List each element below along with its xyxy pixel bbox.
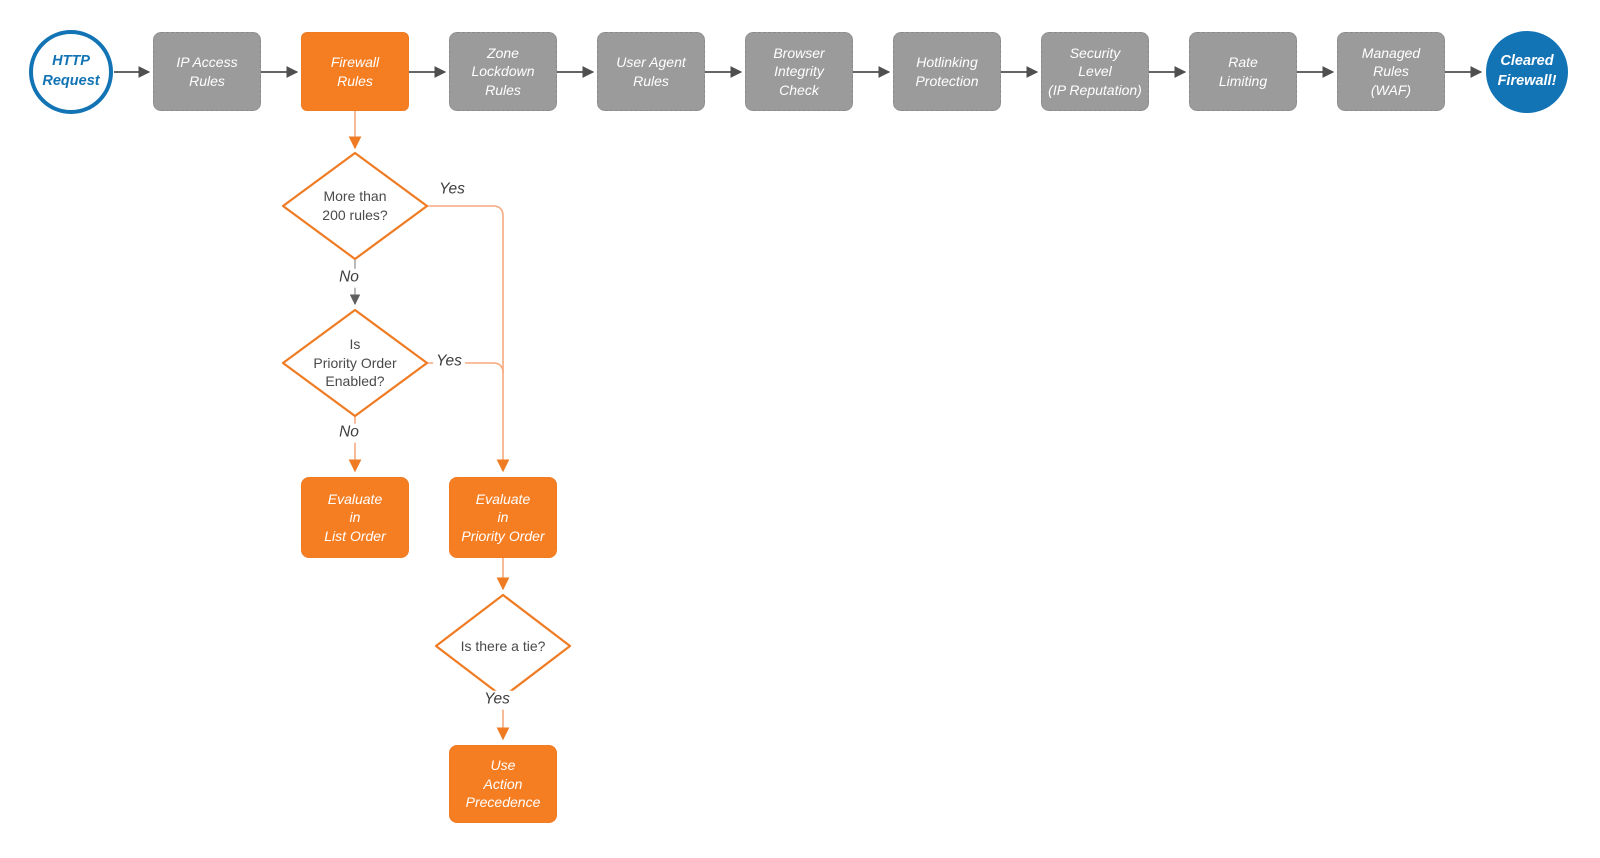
start-node-http-request: HTTP Request [29,30,113,114]
edge-label-decision3-yes: Yes [481,690,513,710]
action-evaluate-list-order: Evaluate in List Order [301,477,409,558]
decision-rule-count-question: More than 200 rules? [322,188,388,223]
action-evaluate-priority-order: Evaluate in Priority Order [449,477,557,558]
stage-label: Firewall Rules [330,54,380,89]
stage-label: User Agent Rules [616,54,686,89]
edge-label-decision2-no: No [336,423,362,443]
edge-label-decision1-no: No [336,268,362,288]
stage-label: Rate Limiting [1218,54,1268,89]
stage-zone-lockdown-rules: Zone Lockdown Rules [449,32,557,111]
connector-decision1-yes-to-priority-box [428,205,510,473]
end-node-label: Cleared Firewall! [1497,53,1557,89]
end-node-cleared-firewall: Cleared Firewall! [1486,31,1568,113]
stage-browser-integrity-check: Browser Integrity Check [745,32,853,111]
stage-label: Managed Rules (WAF) [1361,45,1421,98]
action-use-action-precedence: Use Action Precedence [449,745,557,823]
action-label: Evaluate in Priority Order [461,490,545,544]
stage-hotlinking-protection: Hotlinking Protection [893,32,1001,111]
decision-tie-question: Is there a tie? [460,637,546,654]
stage-ip-access-rules: IP Access Rules [153,32,261,111]
stage-rate-limiting: Rate Limiting [1189,32,1297,111]
connector-decision2-yes-join [427,362,504,374]
action-label: Use Action Precedence [465,757,541,811]
edge-label-decision1-yes: Yes [436,180,468,200]
decision-diamond-tie [434,593,572,699]
stage-firewall-rules: Firewall Rules [301,32,409,111]
stage-user-agent-rules: User Agent Rules [597,32,705,111]
stage-label: Hotlinking Protection [915,54,979,89]
edge-label-decision2-yes: Yes [433,352,465,372]
stage-security-level: Security Level (IP Reputation) [1041,32,1149,111]
decision-diamond-priority-order [281,308,429,418]
stage-label: IP Access Rules [176,54,238,89]
stage-label: Browser Integrity Check [773,45,825,98]
stage-label: Security Level (IP Reputation) [1048,45,1142,98]
decision-diamond-rule-count [281,151,429,261]
stage-label: Zone Lockdown Rules [471,45,535,98]
start-node-label: HTTP Request [42,53,100,89]
decision-priority-order-question: Is Priority Order Enabled? [313,335,397,390]
stage-managed-rules-waf: Managed Rules (WAF) [1337,32,1445,111]
action-label: Evaluate in List Order [324,490,386,544]
